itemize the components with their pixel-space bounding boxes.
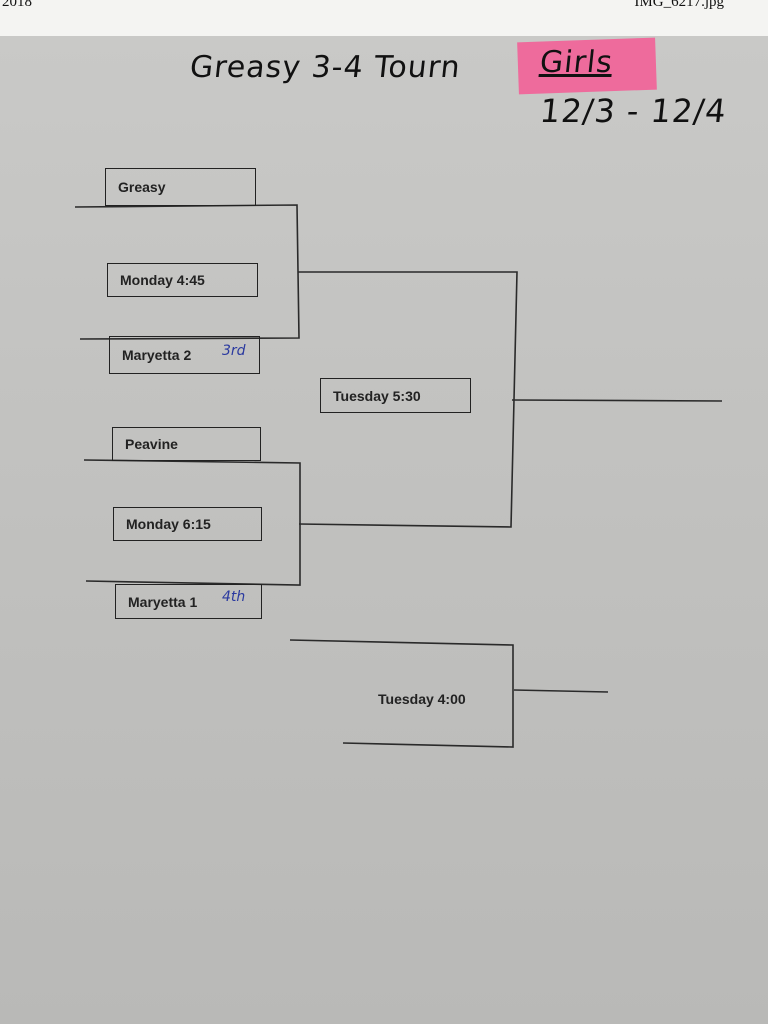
year-fragment: 2018 [2, 0, 32, 10]
game-time: Monday 6:15 [126, 516, 211, 532]
bracket-line-consolation [289, 639, 514, 748]
game-time: Tuesday 5:30 [333, 387, 421, 404]
game-time: Tuesday 4:00 [378, 691, 466, 707]
team-name: Peavine [125, 436, 178, 452]
placement-note-4th: 4th [222, 589, 246, 605]
filename-fragment: IMG_6217.jpg [634, 0, 724, 10]
photo-top-strip: 2018 IMG_6217.jpg [0, 0, 768, 38]
team-box-maryetta2: Maryetta 2 [109, 336, 260, 374]
team-name: Greasy [118, 179, 166, 195]
paper-sheet [0, 36, 768, 1024]
placement-note-3rd: 3rd [222, 343, 246, 359]
team-box-peavine: Peavine [112, 427, 261, 461]
team-box-greasy: Greasy [105, 168, 256, 206]
game-label-tuesday-400: Tuesday 4:00 [366, 682, 486, 716]
game-box-monday-615: Monday 6:15 [113, 507, 262, 541]
bracket-line-winner [511, 399, 723, 402]
game-box-tuesday-530: Tuesday 5:30 [320, 378, 471, 413]
bracket-line-consolation-winner [513, 689, 609, 693]
game-box-monday-445: Monday 4:45 [107, 263, 258, 297]
team-box-maryetta1: Maryetta 1 [115, 584, 262, 619]
game-time: Monday 4:45 [120, 272, 205, 288]
team-name: Maryetta 1 [128, 593, 198, 610]
team-name: Maryetta 2 [122, 347, 192, 363]
